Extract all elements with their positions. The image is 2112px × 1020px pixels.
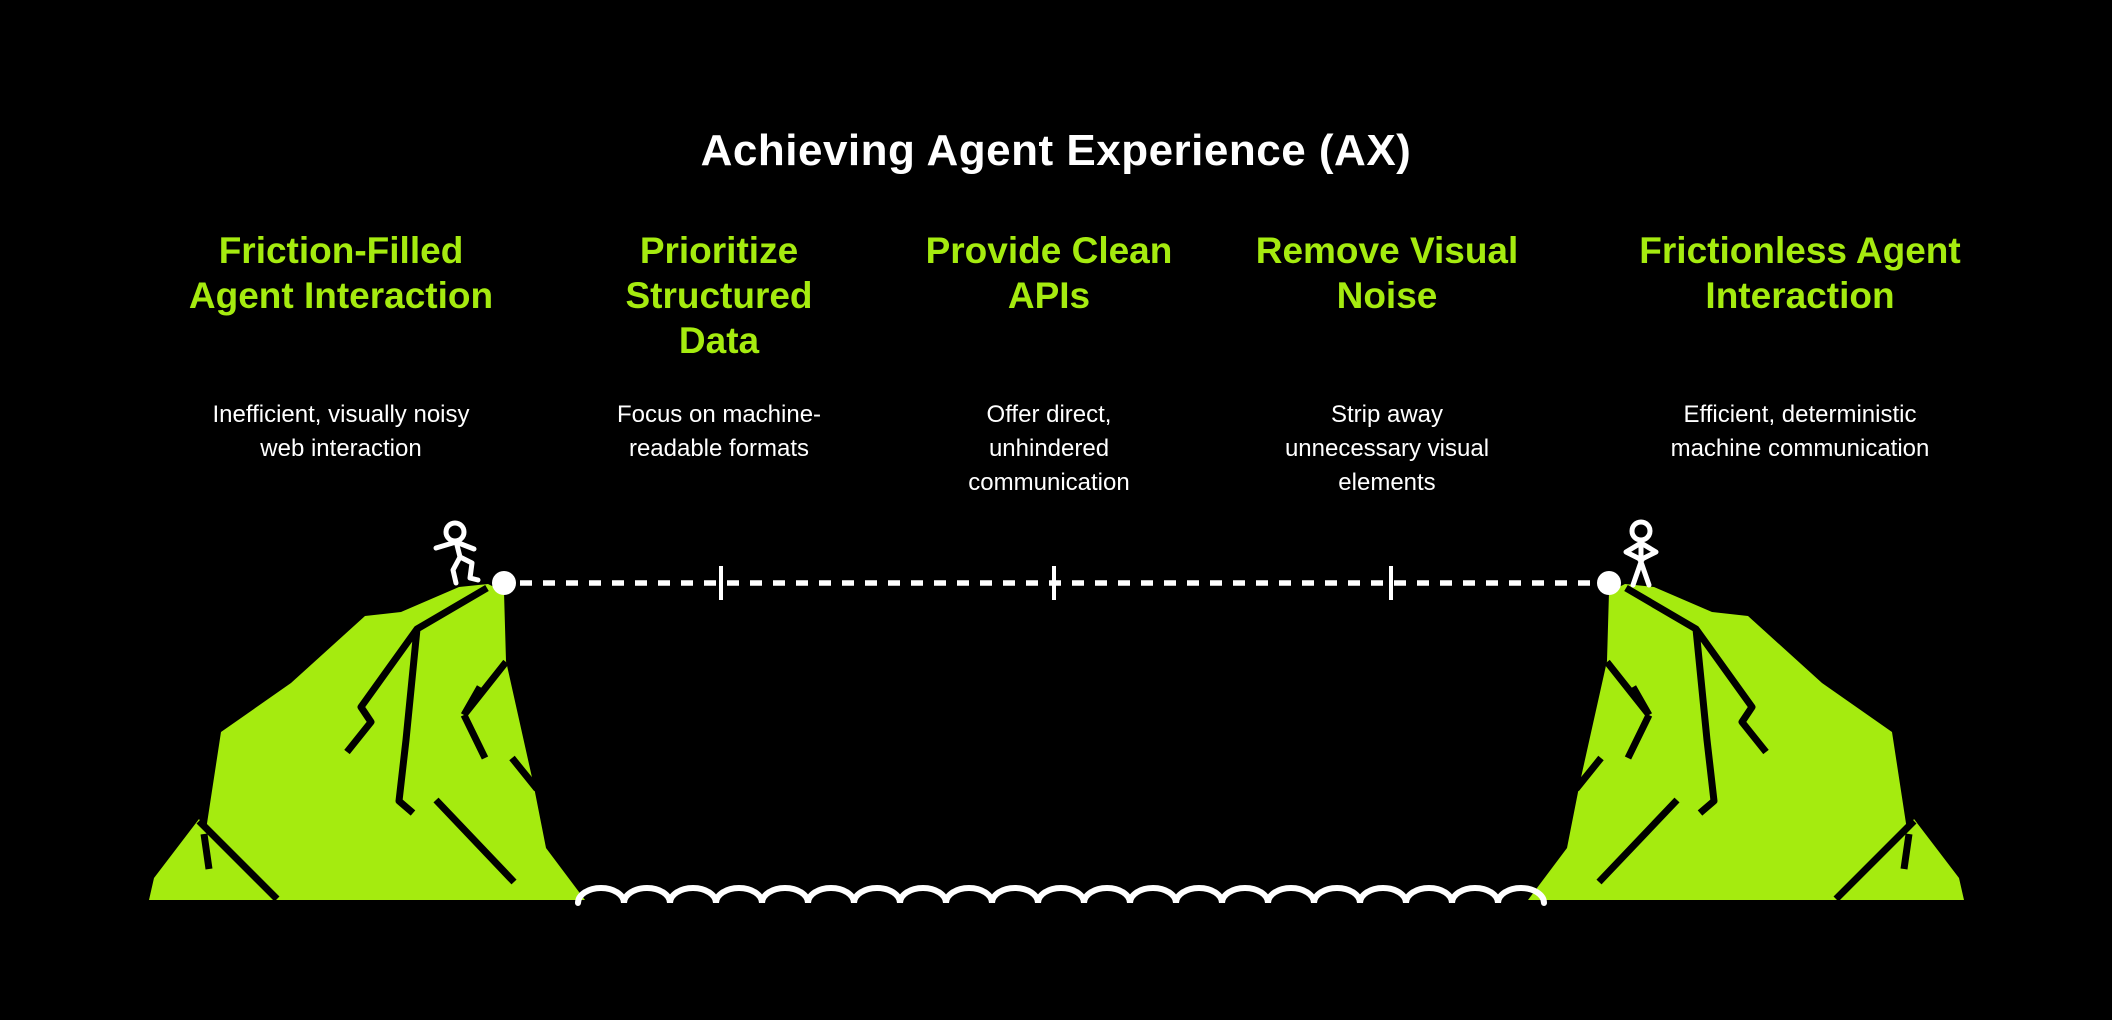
stick-figure-standing-icon (1623, 519, 1659, 588)
column-heading: Provide Clean APIs (925, 230, 1173, 316)
bridge-endpoint-right (1597, 571, 1621, 595)
water-wave-line (575, 885, 1547, 906)
right-cliff (1528, 584, 1964, 900)
column-description: Efficient, deterministic machine communi… (1670, 401, 1930, 462)
stick-figure-walking-icon (433, 520, 481, 586)
column-visual-noise: Remove Visual Noise Strip away unnecessa… (1212, 228, 1562, 496)
column-description: Focus on machine- readable formats (616, 401, 822, 462)
column-heading: Remove Visual Noise (1255, 230, 1519, 316)
bridge-endpoint-left (492, 571, 516, 595)
column-description: Inefficient, visually noisy web interact… (212, 401, 470, 462)
column-heading: Frictionless Agent Interaction (1639, 230, 1961, 316)
column-description: Strip away unnecessary visual elements (1284, 401, 1490, 496)
column-heading: Friction-Filled Agent Interaction (188, 230, 494, 316)
column-heading: Prioritize Structured Data (625, 230, 813, 361)
column-description: Offer direct, unhindered communication (968, 401, 1130, 496)
column-structured-data: Prioritize Structured Data Focus on mach… (544, 228, 894, 462)
page-title: Achieving Agent Experience (AX) (700, 126, 1412, 175)
column-frictionless: Frictionless Agent Interaction Efficient… (1610, 228, 1990, 462)
column-friction-filled: Friction-Filled Agent Interaction Ineffi… (146, 228, 536, 462)
column-clean-apis: Provide Clean APIs Offer direct, unhinde… (874, 228, 1224, 496)
left-cliff (149, 584, 585, 900)
